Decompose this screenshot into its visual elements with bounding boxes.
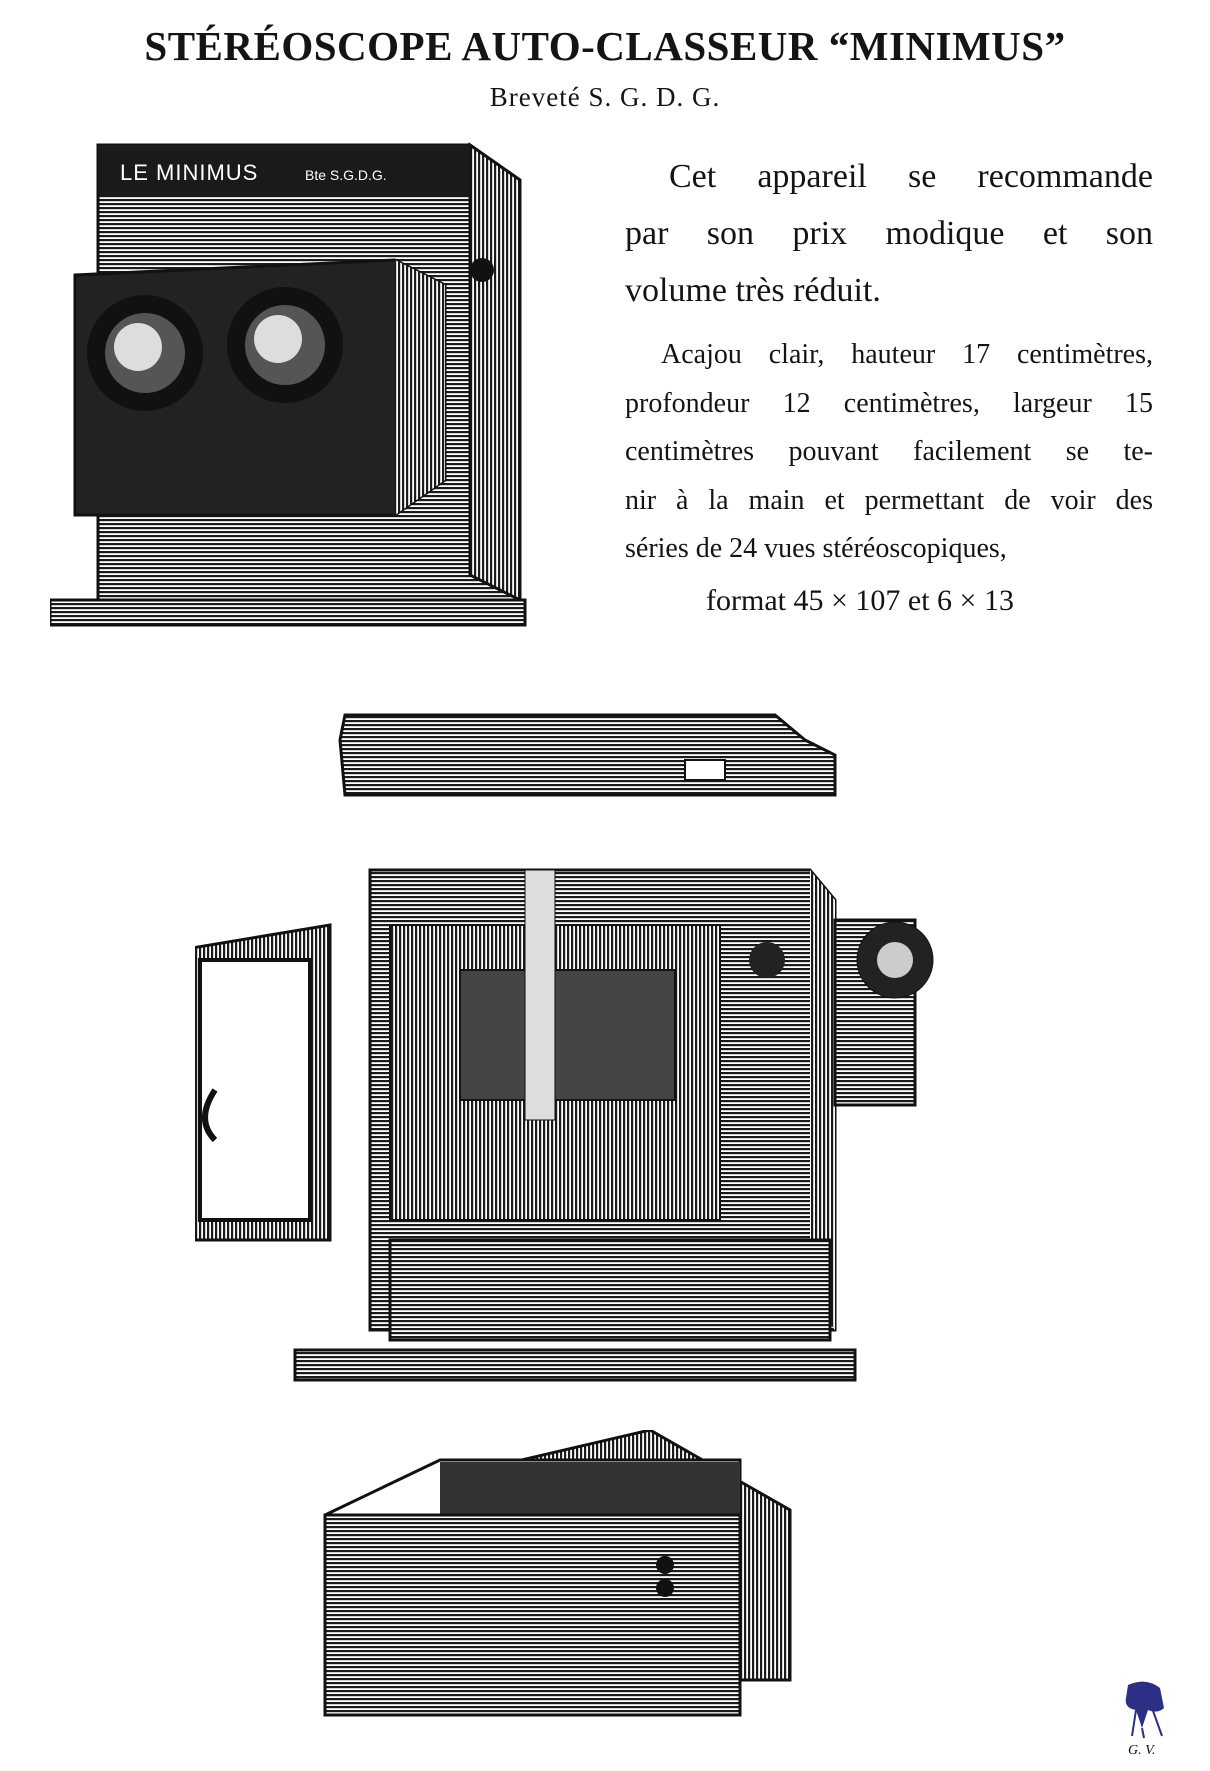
- details-line: nir à la main et permettant de voir des: [625, 484, 1153, 516]
- details-line: séries de 24 vues stéréoscopiques,: [625, 533, 1007, 564]
- stereo-view-card: [459, 969, 676, 1101]
- details-line: centimètres pouvant facilement se te-: [625, 436, 1153, 467]
- knob-icon: [749, 942, 785, 978]
- intro-line: par son prix modique et son: [625, 215, 1153, 252]
- intro-line: volume très réduit.: [625, 272, 881, 309]
- intro-line: Cet appareil se recommande: [669, 158, 1153, 195]
- details-line: profondeur 12 centimètres, largeur 15: [625, 387, 1153, 419]
- stereoscope-open-illustration: [195, 713, 934, 1382]
- patent-subtitle: Breveté S. G. D. G.: [489, 82, 721, 112]
- monogram-logo: G. V.: [1125, 1681, 1164, 1758]
- page-title: STÉRÉOSCOPE AUTO-CLASSEUR “MINIMUS”: [144, 23, 1066, 69]
- details-line: Acajou clair, hauteur 17 centimètres,: [661, 339, 1153, 370]
- right-eyepiece-icon: [227, 287, 343, 403]
- monogram-text: G. V.: [1128, 1743, 1155, 1758]
- format-line: format 45 × 107 et 6 × 13: [706, 584, 1014, 617]
- details-paragraph: Acajou clair, hauteur 17 centimètres, pr…: [625, 331, 1153, 574]
- left-eyepiece-icon: [87, 295, 203, 411]
- intro-paragraph: Cet appareil se recommande par son prix …: [625, 148, 1153, 319]
- storage-box-illustration: [323, 1430, 792, 1717]
- stereoscope-front-illustration: LE MINIMUS Bte S.G.D.G.: [50, 142, 527, 627]
- device-engraving: LE MINIMUS: [120, 160, 258, 185]
- device-patent-mark: Bte S.G.D.G.: [305, 167, 387, 183]
